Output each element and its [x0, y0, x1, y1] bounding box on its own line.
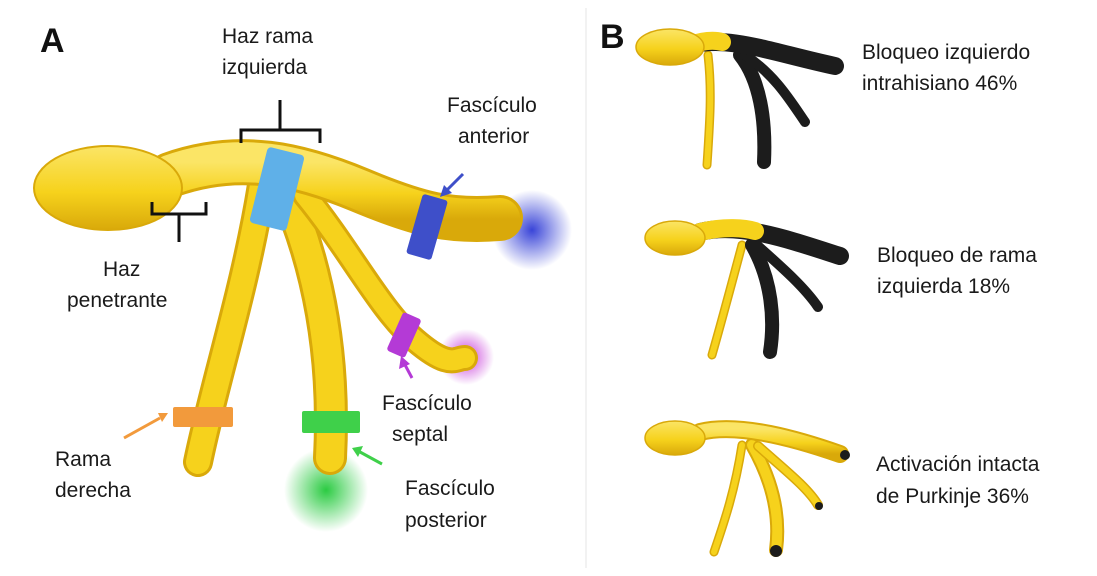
label-rama-derecha-2: derecha [55, 479, 131, 502]
septal-arrow [399, 356, 412, 378]
label-haz-penetrante-2: penetrante [67, 289, 167, 312]
label-fasciculo-anterior-1: Fascículo [447, 94, 537, 117]
label-haz-penetrante-1: Haz [103, 258, 140, 281]
panel-b-item-3-line1: Activación intacta [876, 453, 1040, 476]
panel-a-letter: A [40, 22, 65, 60]
panel-b-item-3-line2: de Purkinje 36% [876, 485, 1029, 508]
label-fasciculo-septal-2: septal [392, 423, 448, 446]
panel-b-item-2-line1: Bloqueo de rama [877, 244, 1037, 267]
panel-b-bundle-2 [645, 221, 840, 355]
left-bundle-bracket [241, 100, 320, 143]
panel-b-item-2-line2: izquierda 18% [877, 275, 1010, 298]
panel-b-item-1-line1: Bloqueo izquierdo [862, 41, 1030, 64]
label-fasciculo-septal-1: Fascículo [382, 392, 472, 415]
right-band [173, 407, 233, 427]
right-arrow [124, 413, 168, 438]
label-fasciculo-posterior-1: Fascículo [405, 477, 495, 500]
label-rama-derecha-1: Rama [55, 448, 111, 471]
label-haz-rama-izquierda-2: izquierda [222, 56, 308, 79]
label-fasciculo-anterior-2: anterior [458, 125, 529, 148]
anterior-arrow [440, 174, 463, 197]
panel-b-letter: B [600, 18, 625, 56]
panel-b-bundle-1 [636, 29, 835, 165]
panel-b-bundle-3 [645, 421, 850, 557]
penetrating-bundle-head [34, 146, 182, 230]
panel-a-bundle [34, 100, 572, 532]
label-haz-rama-izquierda-1: Haz rama [222, 25, 313, 48]
panel-b-item-1-line2: intrahisiano 46% [862, 72, 1017, 95]
posterior-band [302, 411, 360, 433]
label-fasciculo-posterior-2: posterior [405, 509, 487, 532]
